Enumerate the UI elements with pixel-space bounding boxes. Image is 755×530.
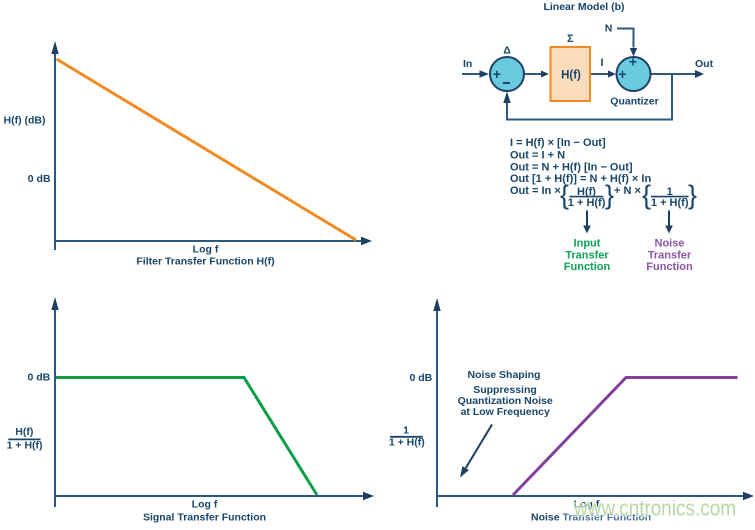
svg-text:1 + H(f): 1 + H(f) — [651, 197, 689, 209]
svg-text:H(f): H(f) — [15, 426, 33, 438]
svg-text:Input: Input — [574, 238, 601, 250]
svg-text:Transfer: Transfer — [565, 249, 609, 261]
svg-text:1: 1 — [403, 425, 409, 437]
svg-text:H(f): H(f) — [561, 69, 581, 81]
svg-text:Log f: Log f — [574, 498, 600, 510]
svg-text:Out = I + N: Out = I + N — [510, 149, 565, 161]
svg-text:{: { — [642, 180, 651, 210]
svg-text:+: + — [493, 66, 501, 82]
svg-text:1: 1 — [667, 186, 673, 198]
svg-text:H(f) (dB): H(f) (dB) — [4, 115, 46, 127]
svg-text:Out: Out — [695, 58, 714, 70]
svg-text:Out = In ×: Out = In × — [510, 185, 561, 197]
svg-text:Log f: Log f — [192, 499, 218, 511]
svg-text:Filter Transfer Function H(f): Filter Transfer Function H(f) — [136, 256, 274, 268]
svg-text:Linear Model (b): Linear Model (b) — [543, 1, 624, 13]
svg-text:Out [1 + H(f)] = N + H(f) × In: Out [1 + H(f)] = N + H(f) × In — [510, 173, 651, 185]
svg-text:I = H(f) × [In − Out]: I = H(f) × [In − Out] — [510, 137, 606, 149]
svg-text:0 dB: 0 dB — [410, 372, 433, 384]
svg-text:Suppressing: Suppressing — [473, 384, 537, 396]
svg-text:Transfer: Transfer — [648, 249, 692, 261]
svg-text:I: I — [601, 57, 604, 69]
svg-text:1 + H(f): 1 + H(f) — [389, 437, 425, 449]
svg-text:1 + H(f): 1 + H(f) — [7, 440, 43, 452]
svg-text:+ N ×: + N × — [614, 185, 641, 197]
svg-text:Quantizer: Quantizer — [610, 96, 658, 108]
svg-text:Log f: Log f — [193, 244, 219, 256]
svg-text:at Low Frequency: at Low Frequency — [461, 406, 550, 418]
svg-text:Function: Function — [564, 261, 611, 273]
svg-text:{: { — [560, 180, 569, 210]
svg-text:Noise Transfer Function: Noise Transfer Function — [531, 512, 651, 524]
svg-text:www.cntronics.com: www.cntronics.com — [573, 496, 736, 521]
svg-text:+: + — [618, 66, 626, 82]
svg-text:0 dB: 0 dB — [28, 372, 51, 384]
svg-text:Σ: Σ — [567, 33, 574, 45]
svg-text:Noise Shaping: Noise Shaping — [468, 369, 541, 381]
svg-text:www.cntronics.com: www.cntronics.com — [573, 496, 736, 521]
svg-text:Signal Transfer Function: Signal Transfer Function — [143, 512, 266, 524]
svg-text:Noise: Noise — [655, 238, 685, 250]
svg-text:N: N — [605, 23, 613, 35]
svg-text:Quantization Noise: Quantization Noise — [458, 395, 553, 407]
svg-text:Δ: Δ — [503, 45, 511, 57]
svg-text:+: + — [629, 54, 637, 70]
svg-text:In: In — [463, 58, 472, 70]
svg-text:H(f): H(f) — [577, 186, 596, 198]
svg-text:}: } — [688, 180, 697, 210]
svg-text:0 dB: 0 dB — [28, 173, 51, 185]
svg-text:1 + H(f): 1 + H(f) — [568, 197, 606, 209]
svg-text:Function: Function — [646, 261, 693, 273]
svg-text:}: } — [605, 180, 614, 210]
svg-text:Out = N + H(f) [In − Out]: Out = N + H(f) [In − Out] — [510, 162, 633, 174]
